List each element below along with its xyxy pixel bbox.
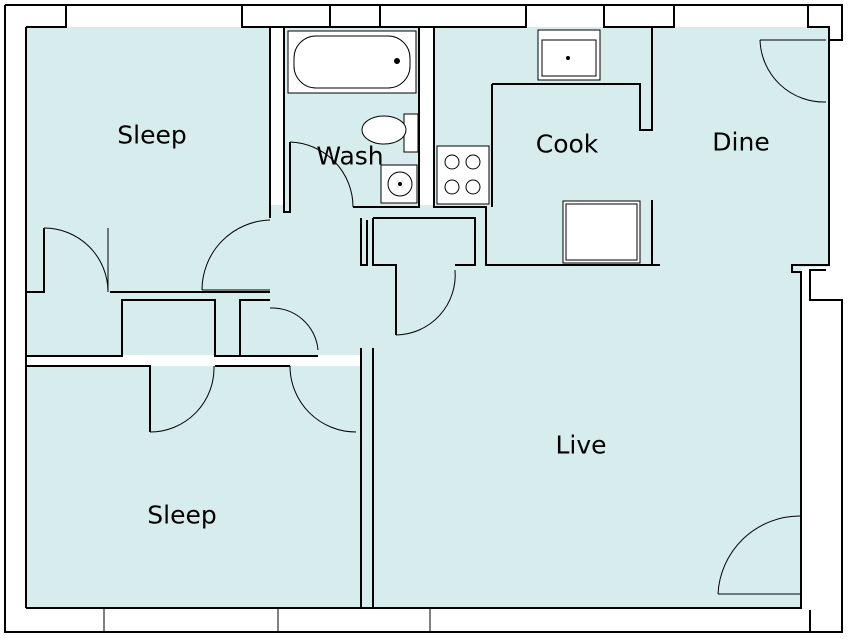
wall-closets	[26, 299, 270, 357]
wall-wash-left	[283, 27, 291, 213]
refrigerator-icon	[562, 200, 641, 264]
door-sleep-top[interactable]	[201, 219, 271, 291]
room-label-wash: Wash	[316, 141, 384, 171]
wall-inner-top-d	[603, 5, 675, 28]
wall-inner-right-bottom	[26, 5, 830, 609]
room-label-cook: Cook	[535, 129, 599, 159]
outer-walls	[4, 4, 843, 633]
fixtures	[287, 29, 641, 264]
toilet-icon	[361, 113, 419, 153]
door-live-entry[interactable]	[717, 515, 801, 595]
sleep-bottom-fill	[26, 366, 361, 608]
wall-live-top	[373, 217, 476, 266]
wall-wash-box	[284, 26, 420, 208]
closet-left-fill	[26, 292, 110, 356]
stove-icon	[436, 145, 490, 205]
door-closet-left[interactable]	[43, 227, 109, 293]
interior-walls	[26, 26, 660, 608]
room-label-live: Live	[555, 430, 607, 460]
door-closet-mid[interactable]	[269, 307, 319, 351]
door-dine-exit[interactable]	[759, 39, 827, 103]
window-bottom-right	[429, 608, 810, 633]
wall-closet-left-a	[26, 228, 45, 293]
wall-hall-jamb	[360, 218, 368, 266]
wall-inner-top-a	[26, 5, 67, 28]
room-label-dine: Dine	[712, 127, 770, 157]
wall-outer-right	[809, 269, 843, 633]
dine-fill	[650, 27, 829, 267]
kitchen-sink-icon	[537, 29, 601, 81]
door-wash[interactable]	[289, 141, 354, 208]
live-fill	[361, 265, 801, 608]
bathroom-sink-icon	[380, 164, 418, 204]
wall-inner-top-c	[379, 5, 527, 28]
window-bottom-left	[103, 608, 279, 633]
wall-kitchen-left	[433, 27, 660, 266]
wall-hall-nook	[372, 218, 397, 335]
wall-sleep-bottom-top	[26, 365, 151, 432]
doors	[43, 39, 827, 595]
door-live-left[interactable]	[289, 365, 357, 433]
wall-kitchen-top	[492, 27, 653, 131]
room-label-sleep-bottom: Sleep	[147, 500, 217, 530]
room-label-sleep-top: Sleep	[117, 120, 187, 150]
door-sleep-bottom[interactable]	[149, 365, 215, 433]
wall-top	[5, 4, 843, 41]
wall-outer-bottom-left	[4, 5, 811, 633]
door-live-top[interactable]	[395, 269, 456, 336]
wall-inner-top-b	[241, 5, 331, 28]
bathtub-icon	[287, 30, 417, 94]
